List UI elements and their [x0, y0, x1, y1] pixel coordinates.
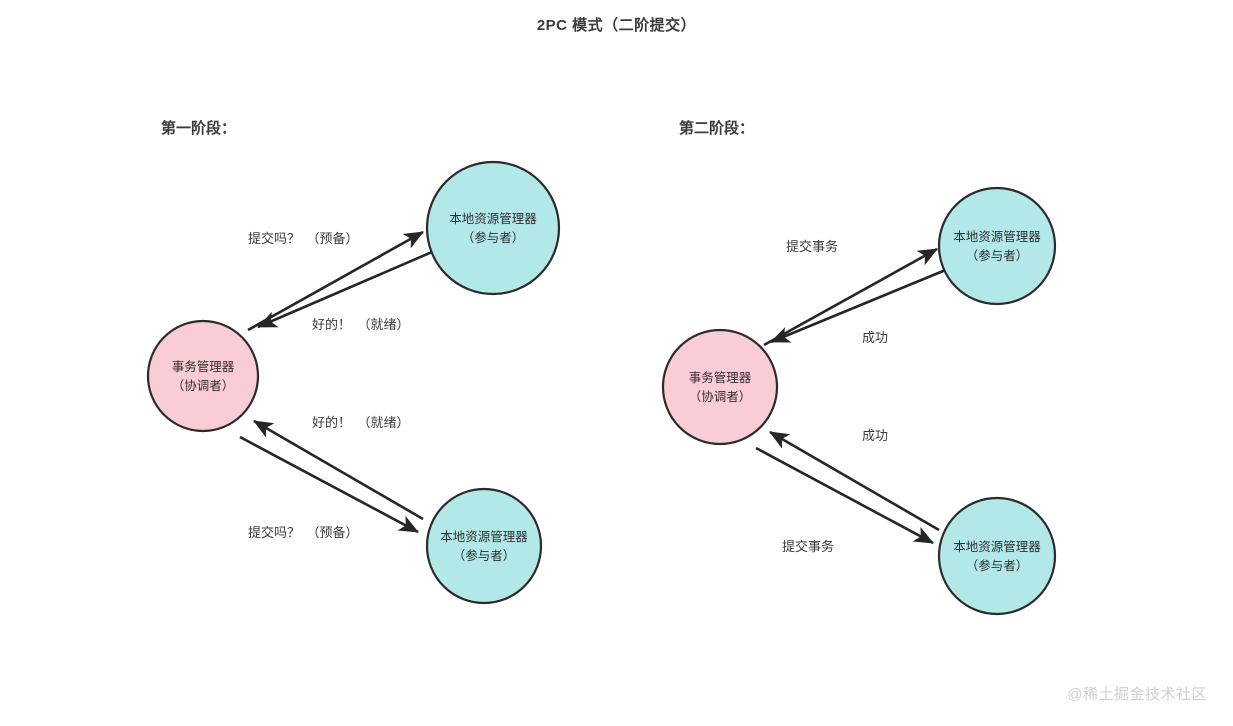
- node-label-line2: （参与者）: [453, 548, 516, 563]
- phase-one-label: 第一阶段：: [161, 120, 237, 137]
- edge-label-r4: 提交事务: [782, 539, 835, 554]
- edge-l2-arrow: [257, 250, 433, 329]
- node-label-line2: （参与者）: [966, 558, 1029, 573]
- watermark: @稀土掘金技术社区: [1067, 686, 1207, 703]
- edge-label-l3: 好的！ （就绪）: [312, 415, 410, 430]
- page-title: 2PC 模式（二阶提交）: [536, 17, 697, 34]
- node-label-line1: 本地资源管理器: [953, 229, 1041, 244]
- node-label-line2: （协调者）: [689, 389, 752, 404]
- edge-l3-arrow: [253, 419, 424, 521]
- node-label-line1: 本地资源管理器: [449, 211, 537, 226]
- node-label-line1: 事务管理器: [689, 370, 752, 385]
- node-participant-right-bottom[interactable]: 本地资源管理器 （参与者）: [937, 496, 1057, 616]
- edge-label-r2: 成功: [862, 330, 889, 345]
- node-label-line2: （参与者）: [966, 248, 1029, 263]
- node-label-line2: （协调者）: [172, 378, 235, 393]
- node-coordinator-right[interactable]: 事务管理器 （协调者）: [661, 328, 779, 446]
- edge-r2-arrow: [770, 267, 949, 344]
- node-participant-left-top[interactable]: 本地资源管理器 （参与者）: [425, 160, 561, 296]
- edge-r1-arrow: [763, 247, 938, 347]
- node-label-line1: 本地资源管理器: [440, 529, 528, 544]
- edge-label-r1: 提交事务: [786, 239, 839, 254]
- edge-label-l1: 提交吗？ （预备）: [248, 231, 359, 246]
- node-participant-right-top[interactable]: 本地资源管理器 （参与者）: [937, 186, 1057, 306]
- edge-r4-arrow: [755, 446, 934, 545]
- node-participant-left-bottom[interactable]: 本地资源管理器 （参与者）: [425, 487, 543, 605]
- edge-l4-arrow: [239, 435, 419, 534]
- edge-label-l2: 好的！ （就绪）: [312, 317, 410, 332]
- node-label-line1: 事务管理器: [172, 359, 235, 374]
- edge-r3-arrow: [769, 430, 940, 532]
- node-label-line2: （参与者）: [462, 230, 525, 245]
- phase-two-label: 第二阶段：: [679, 120, 755, 137]
- edge-label-l4: 提交吗？ （预备）: [248, 525, 359, 540]
- node-coordinator-left[interactable]: 事务管理器 （协调者）: [146, 319, 260, 433]
- node-label-line1: 本地资源管理器: [953, 539, 1041, 554]
- edge-label-r3: 成功: [862, 428, 889, 443]
